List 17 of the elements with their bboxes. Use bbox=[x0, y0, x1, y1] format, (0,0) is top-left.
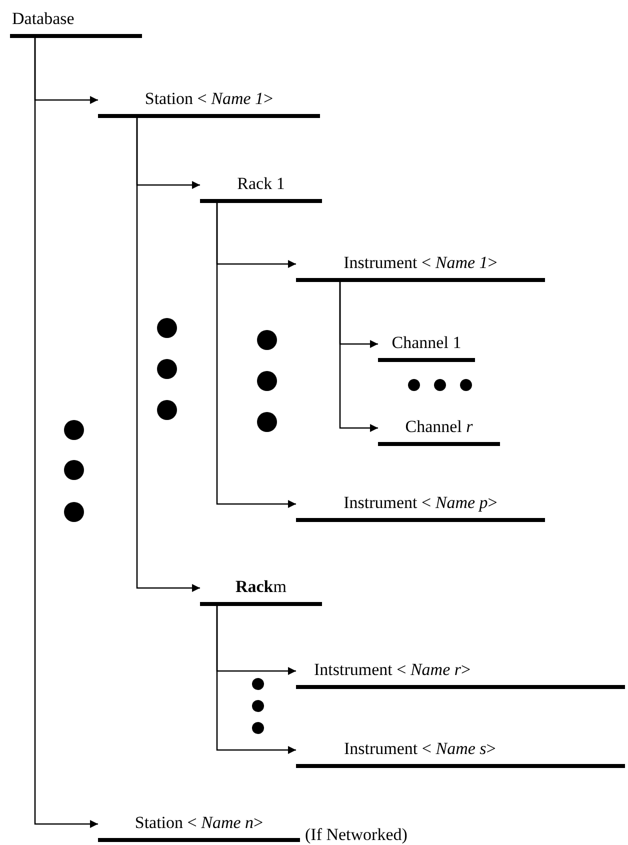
node-label: Rackm bbox=[235, 576, 286, 598]
tree-connector-arrow bbox=[34, 38, 98, 828]
node-note: (If Networked) bbox=[305, 824, 408, 845]
node-label: Intstrument < Name r> bbox=[314, 659, 471, 681]
node-label: Station < Name 1> bbox=[144, 88, 274, 110]
tree-connector-arrow bbox=[216, 203, 296, 508]
node-label: Station < Name n> bbox=[134, 812, 264, 834]
tree-connector-arrow bbox=[216, 606, 296, 754]
node-label: Channel 1 bbox=[392, 332, 462, 354]
node-label: Database bbox=[12, 8, 74, 30]
tree-connector-arrow bbox=[339, 282, 378, 432]
node-label: Channel r bbox=[405, 416, 473, 438]
node-label: Instrument < Name 1> bbox=[344, 252, 498, 274]
node-label: Instrument < Name p> bbox=[344, 492, 498, 514]
node-label: Rack 1 bbox=[237, 173, 285, 195]
tree-connector-arrow bbox=[136, 118, 200, 592]
node-label: Instrument < Name s> bbox=[344, 738, 496, 760]
